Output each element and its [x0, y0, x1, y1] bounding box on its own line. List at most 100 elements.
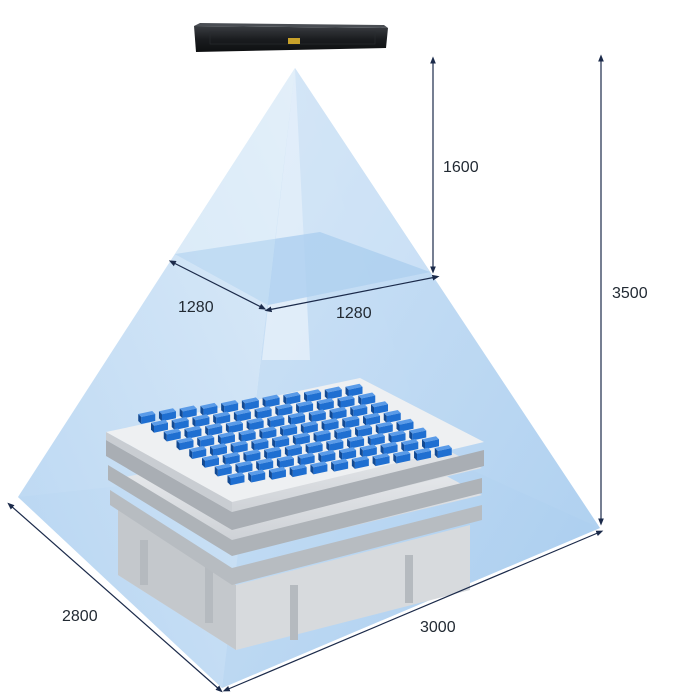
part-box	[355, 424, 373, 438]
part-box	[393, 450, 411, 464]
part-box	[318, 449, 336, 463]
label-near-depth: 1280	[178, 299, 214, 316]
part-box	[217, 431, 235, 445]
near-plane	[175, 68, 430, 305]
part-box	[375, 421, 393, 435]
part-box	[396, 418, 414, 432]
label-near-height: 1600	[443, 159, 479, 176]
part-box	[150, 419, 168, 433]
part-box	[138, 411, 156, 425]
part-box	[347, 435, 365, 449]
label-near-width: 1280	[336, 305, 372, 322]
part-box	[324, 386, 342, 400]
dimension-labels: 1600 3500 1280 1280 2800 3000	[62, 159, 648, 636]
box-grid	[138, 383, 452, 486]
part-box	[308, 409, 326, 423]
part-box	[254, 406, 272, 420]
label-far-width: 3000	[420, 619, 456, 636]
part-box	[179, 405, 197, 419]
part-box	[358, 392, 376, 406]
part-box	[256, 458, 274, 472]
camera-label-plate	[288, 38, 300, 44]
part-box	[337, 395, 355, 409]
part-box	[371, 401, 389, 415]
camera-device	[194, 23, 388, 52]
part-box	[367, 432, 385, 446]
part-box	[350, 403, 368, 417]
part-box	[329, 406, 347, 420]
part-box	[388, 430, 406, 444]
part-box	[422, 436, 440, 450]
part-box	[321, 418, 339, 432]
part-box	[310, 461, 328, 475]
part-box	[351, 455, 369, 469]
part-box	[434, 444, 452, 458]
part-box	[326, 438, 344, 452]
part-box	[189, 446, 207, 460]
part-box	[372, 453, 390, 467]
part-box	[409, 427, 427, 441]
part-box	[316, 397, 334, 411]
part-box	[248, 469, 266, 483]
dim-line-near-depth	[168, 260, 267, 310]
part-box	[401, 438, 419, 452]
part-box	[235, 460, 253, 474]
part-box	[238, 429, 256, 443]
part-box	[227, 472, 245, 486]
part-box	[289, 464, 307, 478]
part-box	[243, 449, 261, 463]
part-box	[241, 397, 259, 411]
part-box	[292, 432, 310, 446]
dim-line-near-width	[264, 274, 440, 313]
part-box	[192, 414, 210, 428]
part-box	[213, 411, 231, 425]
part-box	[297, 452, 315, 466]
part-box	[214, 463, 232, 477]
part-box	[197, 434, 215, 448]
part-box	[283, 391, 301, 405]
part-box	[176, 437, 194, 451]
part-box	[334, 426, 352, 440]
part-box	[268, 466, 286, 480]
part-box	[305, 441, 323, 455]
part-box	[414, 447, 432, 461]
part-box	[201, 454, 219, 468]
part-box	[205, 423, 223, 437]
part-box	[222, 452, 240, 466]
part-box	[345, 383, 363, 397]
dim-line-far-depth	[7, 502, 223, 693]
part-box	[158, 408, 176, 422]
part-box	[331, 458, 349, 472]
part-box	[304, 389, 322, 403]
part-box	[230, 440, 248, 454]
label-far-depth: 2800	[62, 608, 98, 625]
part-box	[342, 415, 360, 429]
dimension-lines	[7, 54, 604, 693]
part-box	[163, 428, 181, 442]
part-box	[262, 394, 280, 408]
part-box	[300, 420, 318, 434]
part-box	[280, 423, 298, 437]
dim-line-far-width	[222, 530, 604, 692]
part-box	[272, 435, 290, 449]
part-box	[313, 429, 331, 443]
part-box	[246, 417, 264, 431]
part-box	[359, 444, 377, 458]
part-box	[251, 437, 269, 451]
part-box	[221, 400, 239, 414]
part-box	[288, 412, 306, 426]
part-box	[296, 400, 314, 414]
part-box	[275, 403, 293, 417]
part-box	[264, 446, 282, 460]
part-box	[233, 408, 251, 422]
part-box	[339, 447, 357, 461]
part-box	[380, 441, 398, 455]
part-box	[209, 443, 227, 457]
part-box	[276, 455, 294, 469]
part-box	[225, 420, 243, 434]
part-box	[171, 417, 189, 431]
part-box	[184, 425, 202, 439]
part-box	[363, 412, 381, 426]
part-box	[267, 414, 285, 428]
